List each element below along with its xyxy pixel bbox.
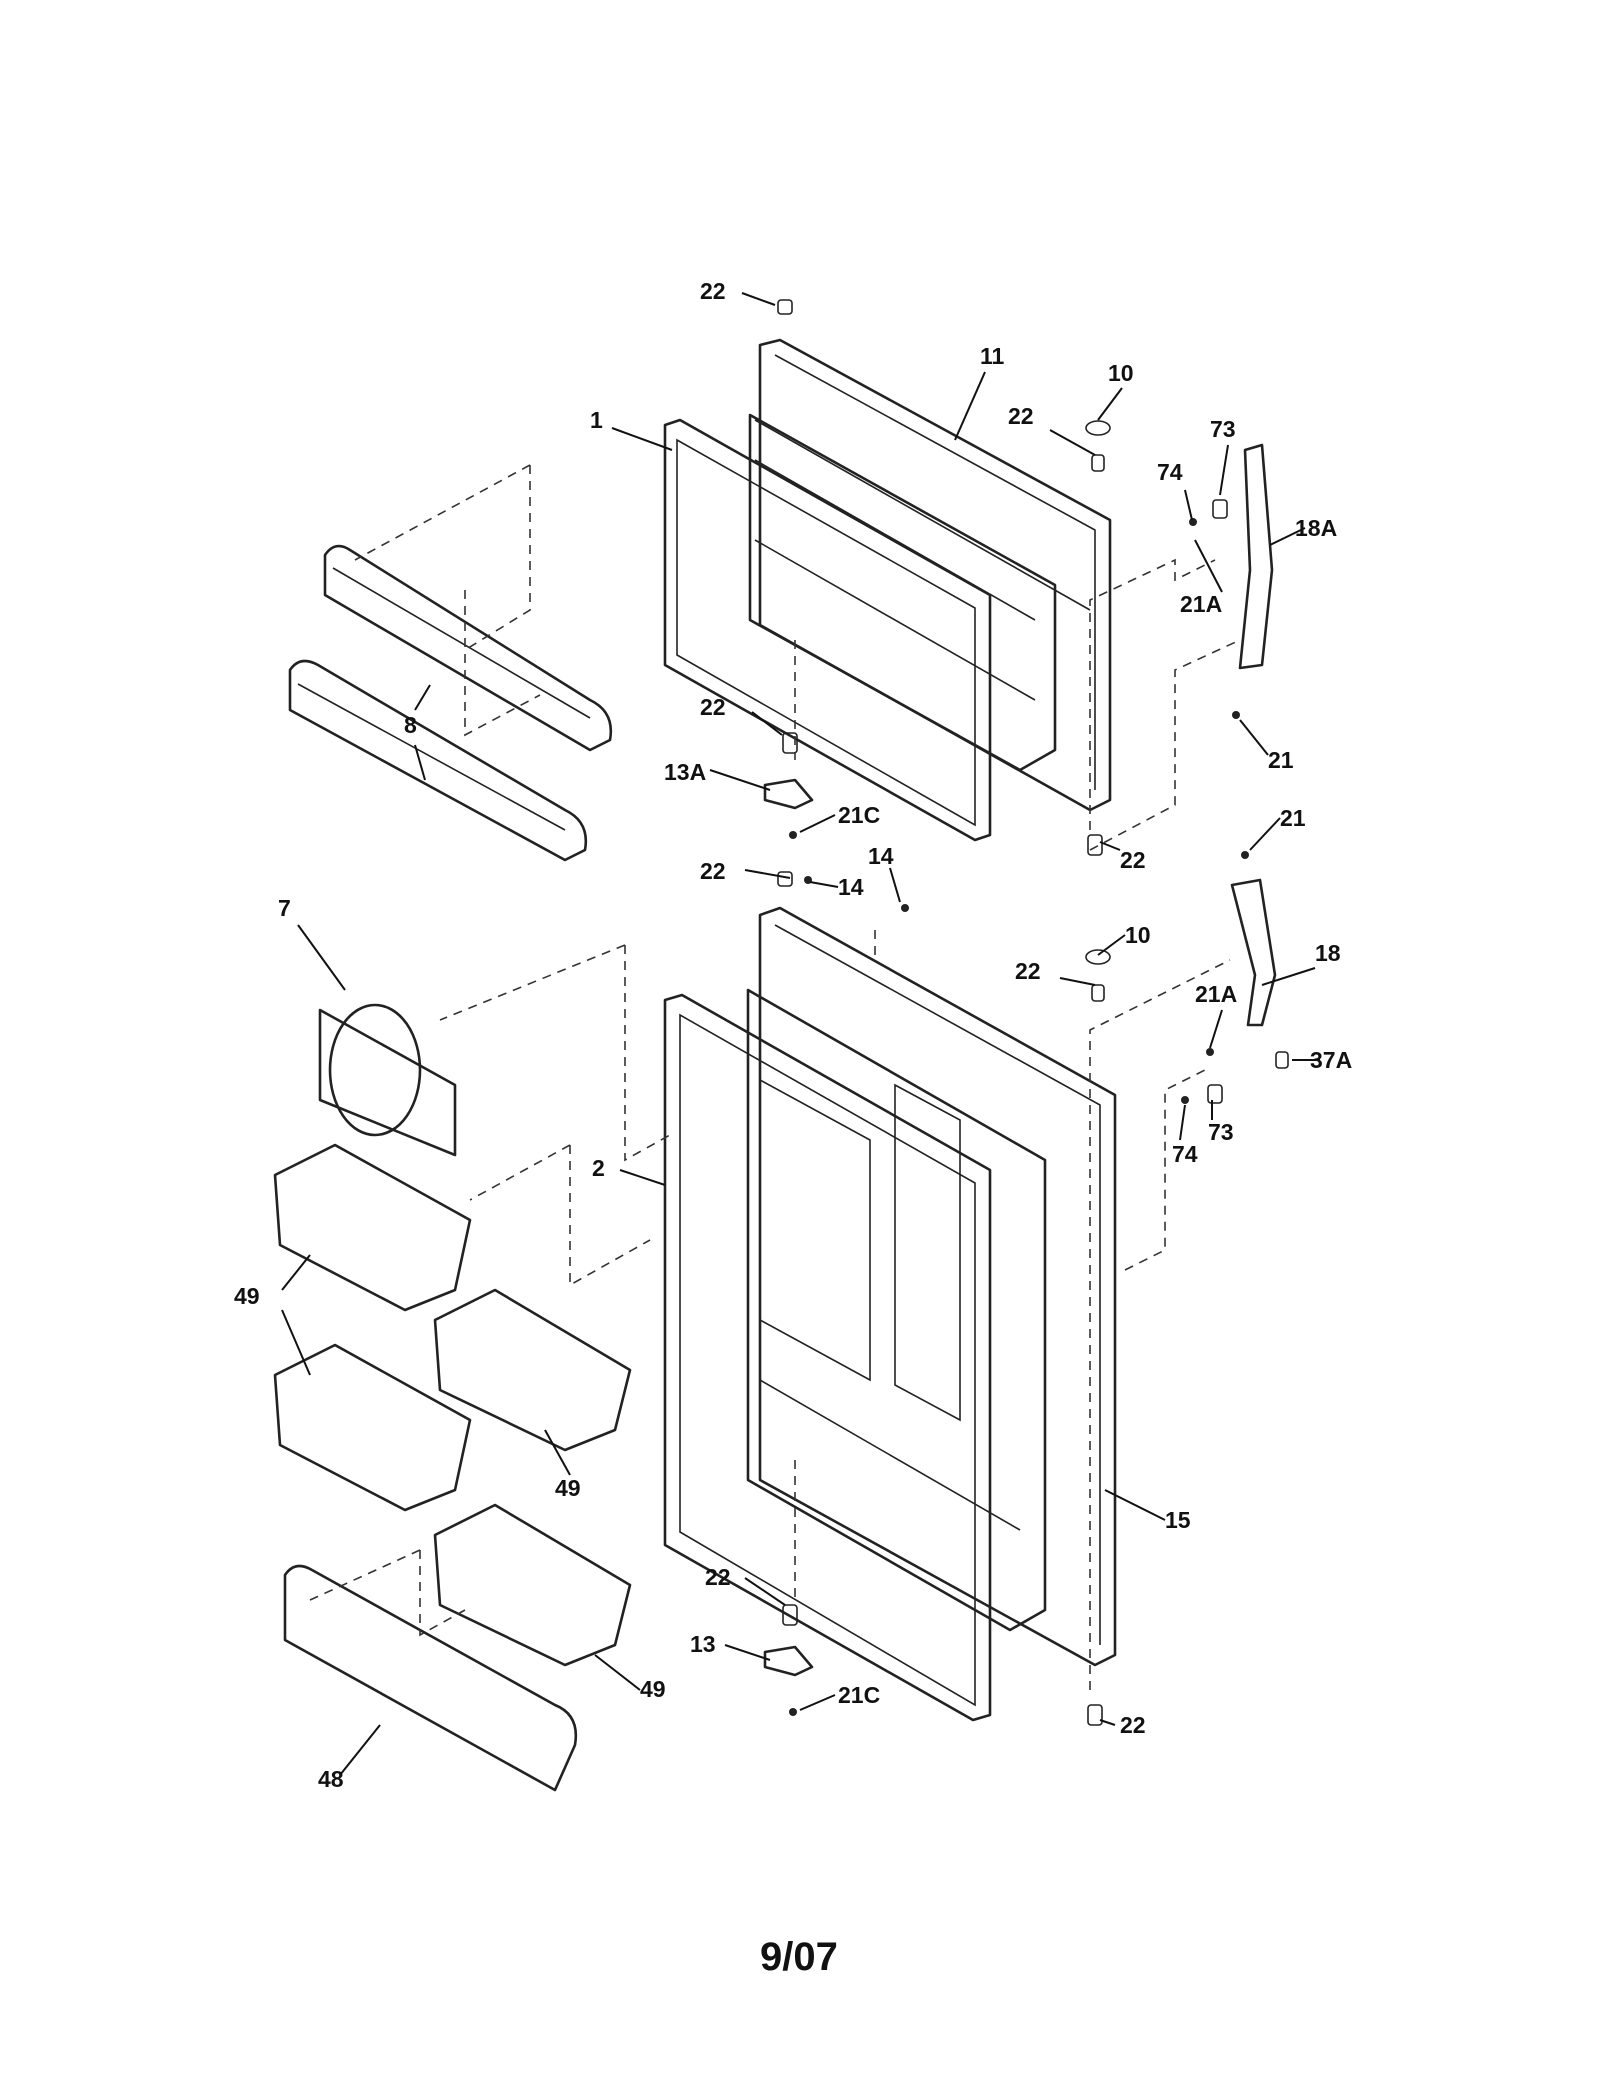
label-22: 22 [700,278,726,304]
fresh-food-door-bins [273,1003,632,1792]
label-21A: 21A [1195,981,1237,1007]
label-18: 18 [1315,940,1341,966]
label-49: 49 [555,1475,581,1501]
label-74: 74 [1172,1141,1198,1167]
label-22: 22 [1015,958,1041,984]
label-22: 22 [705,1564,731,1590]
label-21: 21 [1268,747,1294,773]
label-49: 49 [640,1676,666,1702]
label-14: 14 [868,843,894,869]
label-73: 73 [1210,416,1236,442]
freezer-door-gasket [663,418,992,842]
label-11: 11 [980,343,1005,369]
freezer-door-shelf-bars [288,544,613,862]
fresh-food-door-liner [746,988,1047,1632]
label-37A: 37A [1310,1047,1352,1073]
freezer-hinge-parts [763,299,1274,856]
assembly-guide-lines [309,464,1241,1690]
leader-lines [281,292,1320,1776]
label-18A: 18A [1295,515,1337,541]
fresh-food-hinge-parts [763,851,1289,1726]
label-21C: 21C [838,802,880,828]
label-10: 10 [1125,922,1151,948]
label-73: 73 [1208,1119,1234,1145]
label-22: 22 [1008,403,1034,429]
label-2: 2 [592,1155,605,1181]
label-21A: 21A [1180,591,1222,617]
label-22: 22 [700,858,726,884]
label-15: 15 [1165,1507,1191,1533]
label-22: 22 [700,694,726,720]
fresh-food-door-gasket [663,993,992,1722]
label-1: 1 [590,407,603,433]
label-14: 14 [838,874,864,900]
label-74: 74 [1157,459,1183,485]
label-21: 21 [1280,805,1306,831]
label-13: 13 [690,1631,716,1657]
part-labels: 22 11 10 22 1 73 74 18A 21A 8 22 21 13A … [234,278,1352,1792]
page-footer-date: 9/07 [760,1935,838,1979]
label-8: 8 [404,712,417,738]
freezer-door-liner [748,413,1057,772]
label-22: 22 [1120,847,1146,873]
label-10: 10 [1108,360,1134,386]
freezer-door-outer-panel [754,338,1112,812]
label-22: 22 [1120,1712,1146,1738]
label-7: 7 [278,895,291,921]
fresh-food-door-outer-panel [758,906,1117,1667]
label-21C: 21C [838,1682,880,1708]
label-48: 48 [318,1766,344,1792]
label-13A: 13A [664,759,706,785]
label-49: 49 [234,1283,260,1309]
